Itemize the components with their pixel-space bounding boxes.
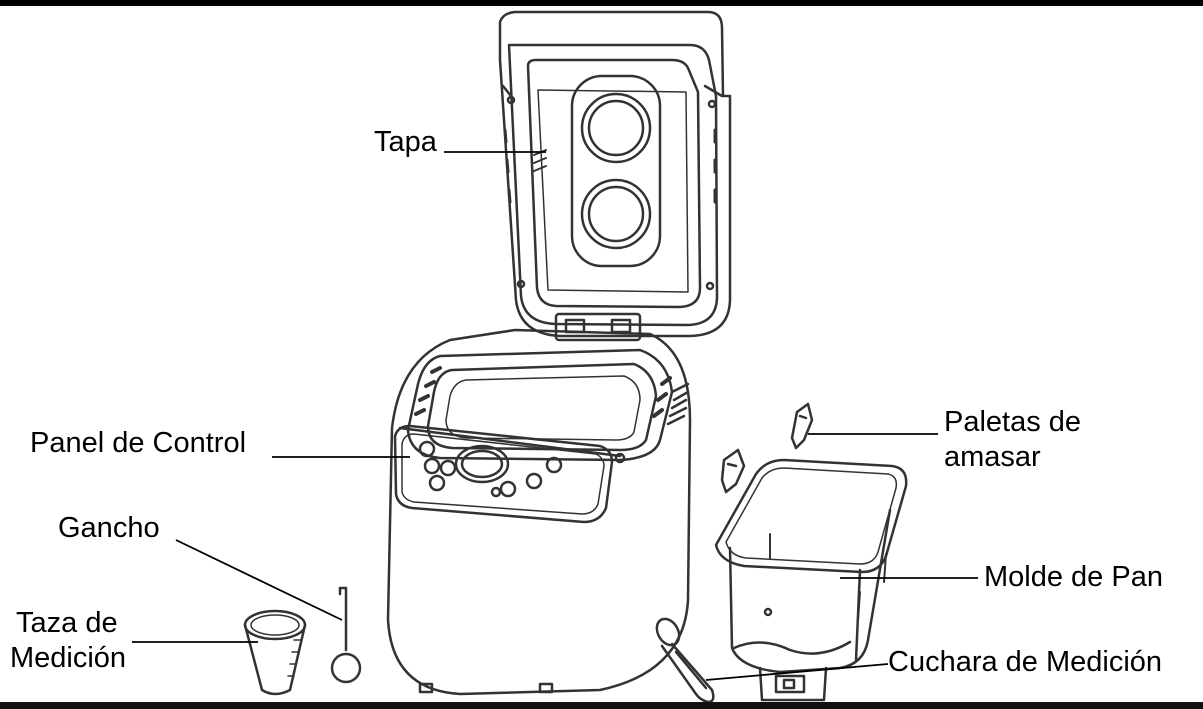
bread-pan-drawing xyxy=(714,458,908,702)
label-bread-pan: Molde de Pan xyxy=(984,561,1163,593)
label-hook: Gancho xyxy=(58,512,160,544)
label-measuring-cup-line2: Medición xyxy=(10,642,127,674)
label-control-panel: Panel de Control xyxy=(30,427,247,459)
hook-drawing xyxy=(330,586,362,684)
label-measuring-spoon: Cuchara de Medición xyxy=(888,646,1163,678)
label-kneading-paddles-line2: amasar xyxy=(944,441,1041,473)
leader-line-measuring-spoon xyxy=(705,663,889,681)
bottom-border xyxy=(0,702,1203,709)
kneading-paddles-drawing xyxy=(720,402,814,494)
leader-lines xyxy=(132,151,978,681)
bread-maker-body-drawing xyxy=(386,328,692,696)
lid-drawing xyxy=(498,10,732,342)
leader-line-hook xyxy=(175,539,343,621)
label-kneading-paddles-line1: Paletas de xyxy=(944,406,1082,438)
measuring-cup-drawing xyxy=(243,609,307,696)
label-measuring-cup-line1: Taza de xyxy=(16,607,118,639)
label-lid: Tapa xyxy=(374,126,437,158)
top-border xyxy=(0,0,1203,6)
